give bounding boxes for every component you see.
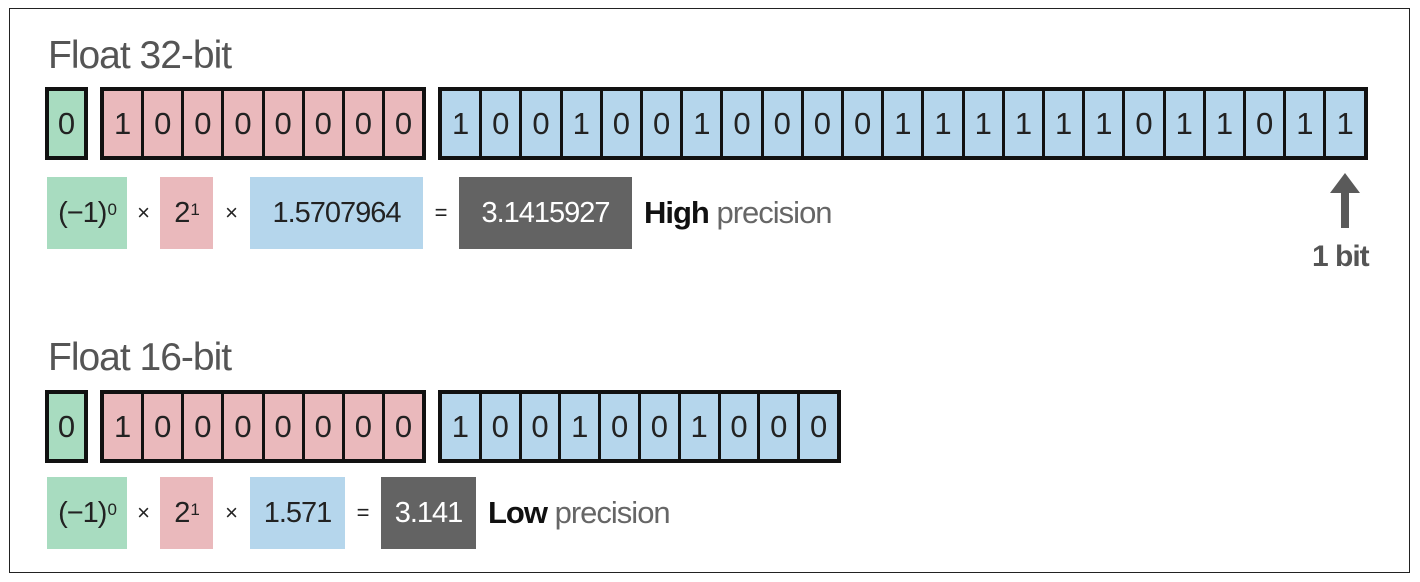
- fp32-result: 3.1415927: [459, 177, 632, 249]
- sign-bit: 0: [49, 91, 84, 156]
- fp32-sign-term: (−1)0: [47, 177, 127, 249]
- mant-bit: 0: [640, 91, 681, 156]
- fp32-sign-exponent: 0: [107, 200, 117, 219]
- fp32-times-1: ×: [137, 200, 150, 225]
- fp16-sign-base: (−1): [58, 496, 107, 529]
- exp-bit: 0: [341, 91, 382, 156]
- fp32-sign-group: 0: [45, 87, 88, 160]
- fp32-precision-rest: precision: [708, 195, 832, 230]
- fp32-equals: =: [434, 200, 448, 225]
- fp16-precision-label: Low precision: [488, 495, 671, 531]
- fp32-sign-base: (−1): [58, 196, 107, 229]
- mant-bit: 0: [599, 91, 641, 156]
- fp16-sign-term: (−1)0: [47, 477, 127, 549]
- fp16-title: Float 16-bit: [48, 336, 232, 379]
- fp16-precision-bold: Low: [488, 495, 548, 530]
- mant-bit: 0: [478, 394, 519, 459]
- mant-bit: 1: [961, 91, 1002, 156]
- mant-bit: 0: [760, 91, 801, 156]
- exp-bit: 0: [261, 394, 302, 459]
- mant-bit: 1: [921, 91, 962, 156]
- mant-bit: 1: [1283, 91, 1324, 156]
- mant-bit: 0: [841, 91, 882, 156]
- exp-bit: 1: [104, 91, 142, 156]
- fp16-sign-group: 0: [45, 390, 88, 463]
- exp-bit: 0: [181, 91, 222, 156]
- exp-bit: 0: [381, 394, 422, 459]
- fp16-precision-rest: precision: [547, 495, 671, 530]
- fp32-precision-label: High precision: [644, 195, 833, 231]
- mant-bit: 0: [598, 394, 638, 459]
- sign-bit: 0: [49, 394, 84, 459]
- fp32-precision-bold: High: [644, 195, 710, 230]
- mant-bit: 0: [518, 394, 559, 459]
- fp16-exp-base: 2: [174, 496, 190, 529]
- mant-bit: 1: [680, 91, 721, 156]
- mant-bit: 1: [559, 91, 600, 156]
- exp-bit: 0: [141, 394, 182, 459]
- mant-bit: 0: [479, 91, 520, 156]
- exp-bit: 0: [221, 91, 262, 156]
- mant-bit: 0: [519, 91, 560, 156]
- fp16-sign-exponent: 0: [107, 500, 117, 519]
- exp-bit: 0: [301, 394, 342, 459]
- exp-bit: 1: [104, 394, 142, 459]
- exp-bit: 0: [261, 91, 302, 156]
- mant-bit: 0: [720, 91, 761, 156]
- mant-bit: 0: [1243, 91, 1284, 156]
- fp32-mantissa-term: 1.5707964: [250, 177, 423, 249]
- exp-bit: 0: [141, 91, 182, 156]
- one-bit-annotation: 1 bit: [1312, 240, 1370, 273]
- mant-bit: 0: [800, 91, 842, 156]
- exp-bit: 0: [181, 394, 222, 459]
- fp32-times-2: ×: [225, 200, 238, 225]
- fp16-times-2: ×: [225, 500, 238, 525]
- mant-bit: 0: [717, 394, 758, 459]
- mant-bit: 1: [1082, 91, 1123, 156]
- mant-bit: 0: [637, 394, 678, 459]
- mant-bit: 0: [757, 394, 798, 459]
- exp-bit: 0: [301, 91, 342, 156]
- fp32-exp-exponent: 1: [190, 200, 200, 219]
- mant-bit: 1: [442, 394, 479, 459]
- mant-bit: 1: [677, 394, 718, 459]
- exp-bit: 0: [221, 394, 262, 459]
- exp-bit: 0: [341, 394, 382, 459]
- fp16-result: 3.141: [381, 477, 476, 549]
- up-arrow-icon: [1330, 173, 1360, 228]
- mant-bit: 1: [442, 91, 480, 156]
- fp16-times-1: ×: [137, 500, 150, 525]
- mant-bit: 1: [881, 91, 922, 156]
- exp-bit: 0: [381, 91, 422, 156]
- mant-bit: 1: [558, 394, 599, 459]
- fp32-exp-base: 2: [174, 196, 190, 229]
- fp32-title: Float 32-bit: [48, 34, 232, 77]
- fp16-mantissa-term: 1.571: [250, 477, 345, 549]
- mant-bit: 0: [1122, 91, 1163, 156]
- mant-bit: 1: [1162, 91, 1203, 156]
- mant-bit: 1: [1001, 91, 1043, 156]
- mant-bit: 1: [1042, 91, 1083, 156]
- mant-bit: 1: [1202, 91, 1244, 156]
- fp16-exp-exponent: 1: [190, 500, 200, 519]
- fp16-equals: =: [356, 500, 370, 525]
- mant-bit: 1: [1323, 91, 1364, 156]
- mant-bit: 0: [797, 394, 837, 459]
